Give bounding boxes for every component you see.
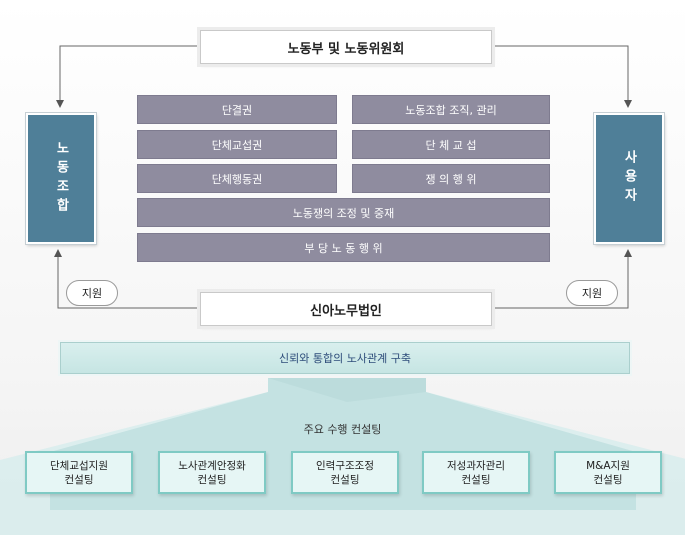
- service-subtitle: 컨설팅: [197, 473, 227, 486]
- service-title: M&A지원: [586, 459, 630, 472]
- service-title: 단체교섭지원: [50, 459, 108, 472]
- right-box-bargaining-right: 단체교섭권: [137, 130, 337, 159]
- main-services-label: 주요 수행 컨설팅: [0, 421, 685, 437]
- right-box-unfair-practice: 부 당 노 동 행 위: [137, 233, 550, 262]
- support-badge-right: 지원: [566, 280, 618, 306]
- right-label: 부 당 노 동 행 위: [304, 241, 383, 255]
- service-title: 인력구조조정: [316, 459, 374, 472]
- right-box-bargaining: 단 체 교 섭: [352, 130, 550, 159]
- service-box-ma: M&A지원 컨설팅: [554, 451, 662, 494]
- service-box-bargaining: 단체교섭지원 컨설팅: [25, 451, 133, 494]
- employer-box: 사용자: [594, 113, 664, 244]
- right-label: 단체행동권: [211, 172, 263, 186]
- right-label: 노동조합 조직, 관리: [405, 103, 497, 117]
- goal-banner-label: 신뢰와 통합의 노사관계 구축: [279, 352, 411, 365]
- law-firm-label: 신아노무법인: [310, 303, 382, 319]
- support-badge-left: 지원: [66, 280, 118, 306]
- support-label: 지원: [581, 287, 603, 300]
- service-subtitle: 컨설팅: [593, 473, 623, 486]
- right-label: 쟁 의 행 위: [425, 172, 477, 186]
- service-title: 노사관계안정화: [178, 459, 246, 472]
- service-subtitle: 컨설팅: [461, 473, 491, 486]
- main-services-text: 주요 수행 컨설팅: [303, 423, 382, 436]
- service-box-low-performer: 저성과자관리 컨설팅: [422, 451, 530, 494]
- service-subtitle: 컨설팅: [330, 473, 360, 486]
- right-box-dispute: 쟁 의 행 위: [352, 164, 550, 193]
- service-box-restructuring: 인력구조조정 컨설팅: [291, 451, 399, 494]
- service-subtitle: 컨설팅: [64, 473, 94, 486]
- right-box-mediation: 노동쟁의 조정 및 중재: [137, 198, 550, 227]
- right-box-action-right: 단체행동권: [137, 164, 337, 193]
- support-label: 지원: [81, 287, 103, 300]
- labor-union-box: 노동조합: [26, 113, 96, 244]
- labor-ministry-box: 노동부 및 노동위원회: [200, 30, 492, 64]
- employer-label: 사용자: [621, 150, 637, 207]
- service-box-relations: 노사관계안정화 컨설팅: [158, 451, 266, 494]
- right-box-union-org: 노동조합 조직, 관리: [352, 95, 550, 124]
- labor-ministry-label: 노동부 및 노동위원회: [287, 41, 405, 57]
- service-title: 저성과자관리: [447, 459, 505, 472]
- right-label: 노동쟁의 조정 및 중재: [292, 206, 395, 220]
- right-label: 단 체 교 섭: [425, 138, 477, 152]
- right-label: 단체교섭권: [211, 138, 263, 152]
- labor-union-label: 노동조합: [53, 140, 69, 217]
- goal-banner: 신뢰와 통합의 노사관계 구축: [60, 342, 630, 374]
- law-firm-box: 신아노무법인: [200, 292, 492, 326]
- right-box-unity: 단결권: [137, 95, 337, 124]
- right-label: 단결권: [221, 103, 253, 117]
